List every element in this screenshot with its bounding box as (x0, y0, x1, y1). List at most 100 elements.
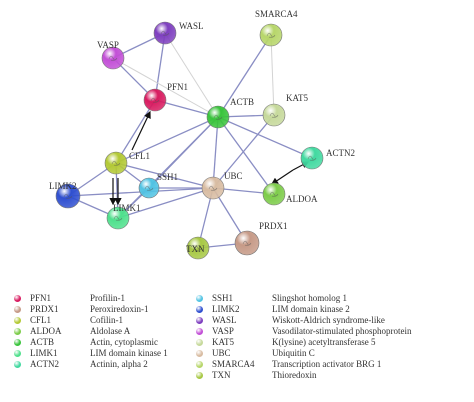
legend-abbreviation: ACTN2 (30, 359, 59, 369)
legend-swatch-icon (14, 295, 21, 302)
node-wasl[interactable]: WASL (153, 21, 204, 45)
node-label: LIMK1 (113, 203, 141, 213)
structure-thumbnail-icon (150, 97, 160, 103)
node-label: ACTN2 (326, 148, 355, 158)
node-label: KAT5 (286, 93, 308, 103)
structure-thumbnail-icon (108, 55, 118, 61)
legend-swatch-icon (14, 339, 21, 346)
edge-limk1-ubc (117, 187, 214, 219)
structure-thumbnail-icon (242, 240, 252, 246)
legend-abbreviation: ALDOA (30, 326, 62, 336)
node-txn[interactable]: TXN (186, 236, 210, 260)
node-limk1[interactable]: LIMK1 (106, 203, 141, 230)
node-limk2[interactable]: LIMK2 (49, 181, 81, 209)
legend-abbreviation: UBC (212, 348, 231, 358)
node-label: TXN (186, 244, 205, 254)
node-label: ACTB (230, 97, 254, 107)
node-pfn1[interactable]: PFN1 (143, 82, 188, 112)
legend-full-name: Aldolase A (90, 326, 131, 336)
edge-cfl1-ubc (115, 162, 214, 189)
structure-thumbnail-icon (266, 32, 276, 38)
legend-swatch-icon (14, 350, 21, 357)
legend-row: UBC Ubiquitin C (196, 348, 466, 359)
legend-abbreviation: ACTB (30, 337, 55, 347)
legend-row: SSH1 Slingshot homolog 1 (196, 293, 466, 304)
legend-abbreviation: PRDX1 (30, 304, 59, 314)
node-label: SMARCA4 (255, 9, 298, 19)
legend-full-name: LIM domain kinase 2 (272, 304, 350, 314)
node-label: WASL (179, 21, 204, 31)
legend-swatch-icon (14, 361, 21, 368)
structure-thumbnail-icon (208, 185, 218, 191)
node-label: LIMK2 (49, 181, 77, 191)
legend-swatch-icon (196, 361, 203, 368)
legend-full-name: Vasodilator-stimulated phosphoprotein (272, 326, 412, 336)
structure-thumbnail-icon (144, 185, 154, 191)
node-label: CFL1 (129, 151, 150, 161)
legend-abbreviation: SMARCA4 (212, 359, 255, 369)
legend-full-name: Transcription activator BRG 1 (272, 359, 382, 369)
structure-thumbnail-icon (113, 215, 123, 221)
structure-thumbnail-icon (160, 30, 170, 36)
node-cfl1[interactable]: CFL1 (104, 151, 150, 175)
edge-vasp-actb (112, 57, 219, 118)
legend-full-name: Peroxiredoxin-1 (90, 304, 149, 314)
legend-full-name: Actin, cytoplasmic (90, 337, 158, 347)
node-ubc[interactable]: UBC (201, 171, 243, 200)
legend-swatch-icon (196, 350, 203, 357)
node-label: UBC (224, 171, 243, 181)
node-ssh1[interactable]: SSH1 (138, 172, 178, 199)
legend-full-name: Cofilin-1 (90, 315, 123, 325)
structure-thumbnail-icon (111, 160, 121, 166)
legend-swatch-icon (196, 328, 203, 335)
legend-row: VASP Vasodilator-stimulated phosphoprotei… (196, 326, 466, 337)
edge-wasl-actb (164, 32, 219, 118)
legend-row: ALDOA Aldolase A (14, 326, 194, 337)
node-label: PFN1 (167, 82, 188, 92)
edge-actb-ubc (212, 116, 219, 189)
structure-thumbnail-icon (269, 191, 279, 197)
structure-thumbnail-icon (63, 193, 73, 199)
legend-abbreviation: VASP (212, 326, 234, 336)
legend-abbreviation: KAT5 (212, 337, 234, 347)
legend-swatch-icon (14, 328, 21, 335)
structure-thumbnail-icon (213, 114, 223, 120)
legend-swatch-icon (196, 295, 203, 302)
node-smarca4[interactable]: SMARCA4 (255, 9, 298, 47)
legend-swatch-icon (196, 339, 203, 346)
legend-full-name: LIM domain kinase 1 (90, 348, 168, 358)
node-aldoa[interactable]: ALDOA (262, 182, 318, 206)
node-prdx1[interactable]: PRDX1 (234, 221, 288, 256)
structure-thumbnail-icon (307, 155, 317, 161)
node-label: ALDOA (286, 194, 318, 204)
interaction-arrow-4 (271, 169, 294, 185)
interaction-arrow-1 (131, 110, 151, 151)
node-kat5[interactable]: KAT5 (262, 93, 308, 127)
legend-swatch-icon (14, 317, 21, 324)
node-vasp[interactable]: VASP (97, 40, 125, 70)
legend-full-name: Ubiquitin C (272, 348, 315, 358)
legend-full-name: Profilin-1 (90, 293, 125, 303)
legend-full-name: Slingshot homolog 1 (272, 293, 348, 303)
structure-thumbnail-icon (269, 112, 279, 118)
node-actb[interactable]: ACTB (206, 97, 254, 129)
legend-abbreviation: SSH1 (212, 293, 234, 303)
edge-smarca4-actb (217, 34, 272, 118)
edge-actb-aldoa (217, 116, 275, 195)
node-actn2[interactable]: ACTN2 (300, 146, 355, 170)
legend-row: PRDX1 Peroxiredoxin-1 (14, 304, 194, 315)
legend-abbreviation: TXN (212, 370, 231, 380)
node-label: VASP (97, 40, 119, 50)
edge-pfn1-cfl1 (115, 99, 156, 164)
legend-row: ACTB Actin, cytoplasmic (14, 337, 194, 348)
